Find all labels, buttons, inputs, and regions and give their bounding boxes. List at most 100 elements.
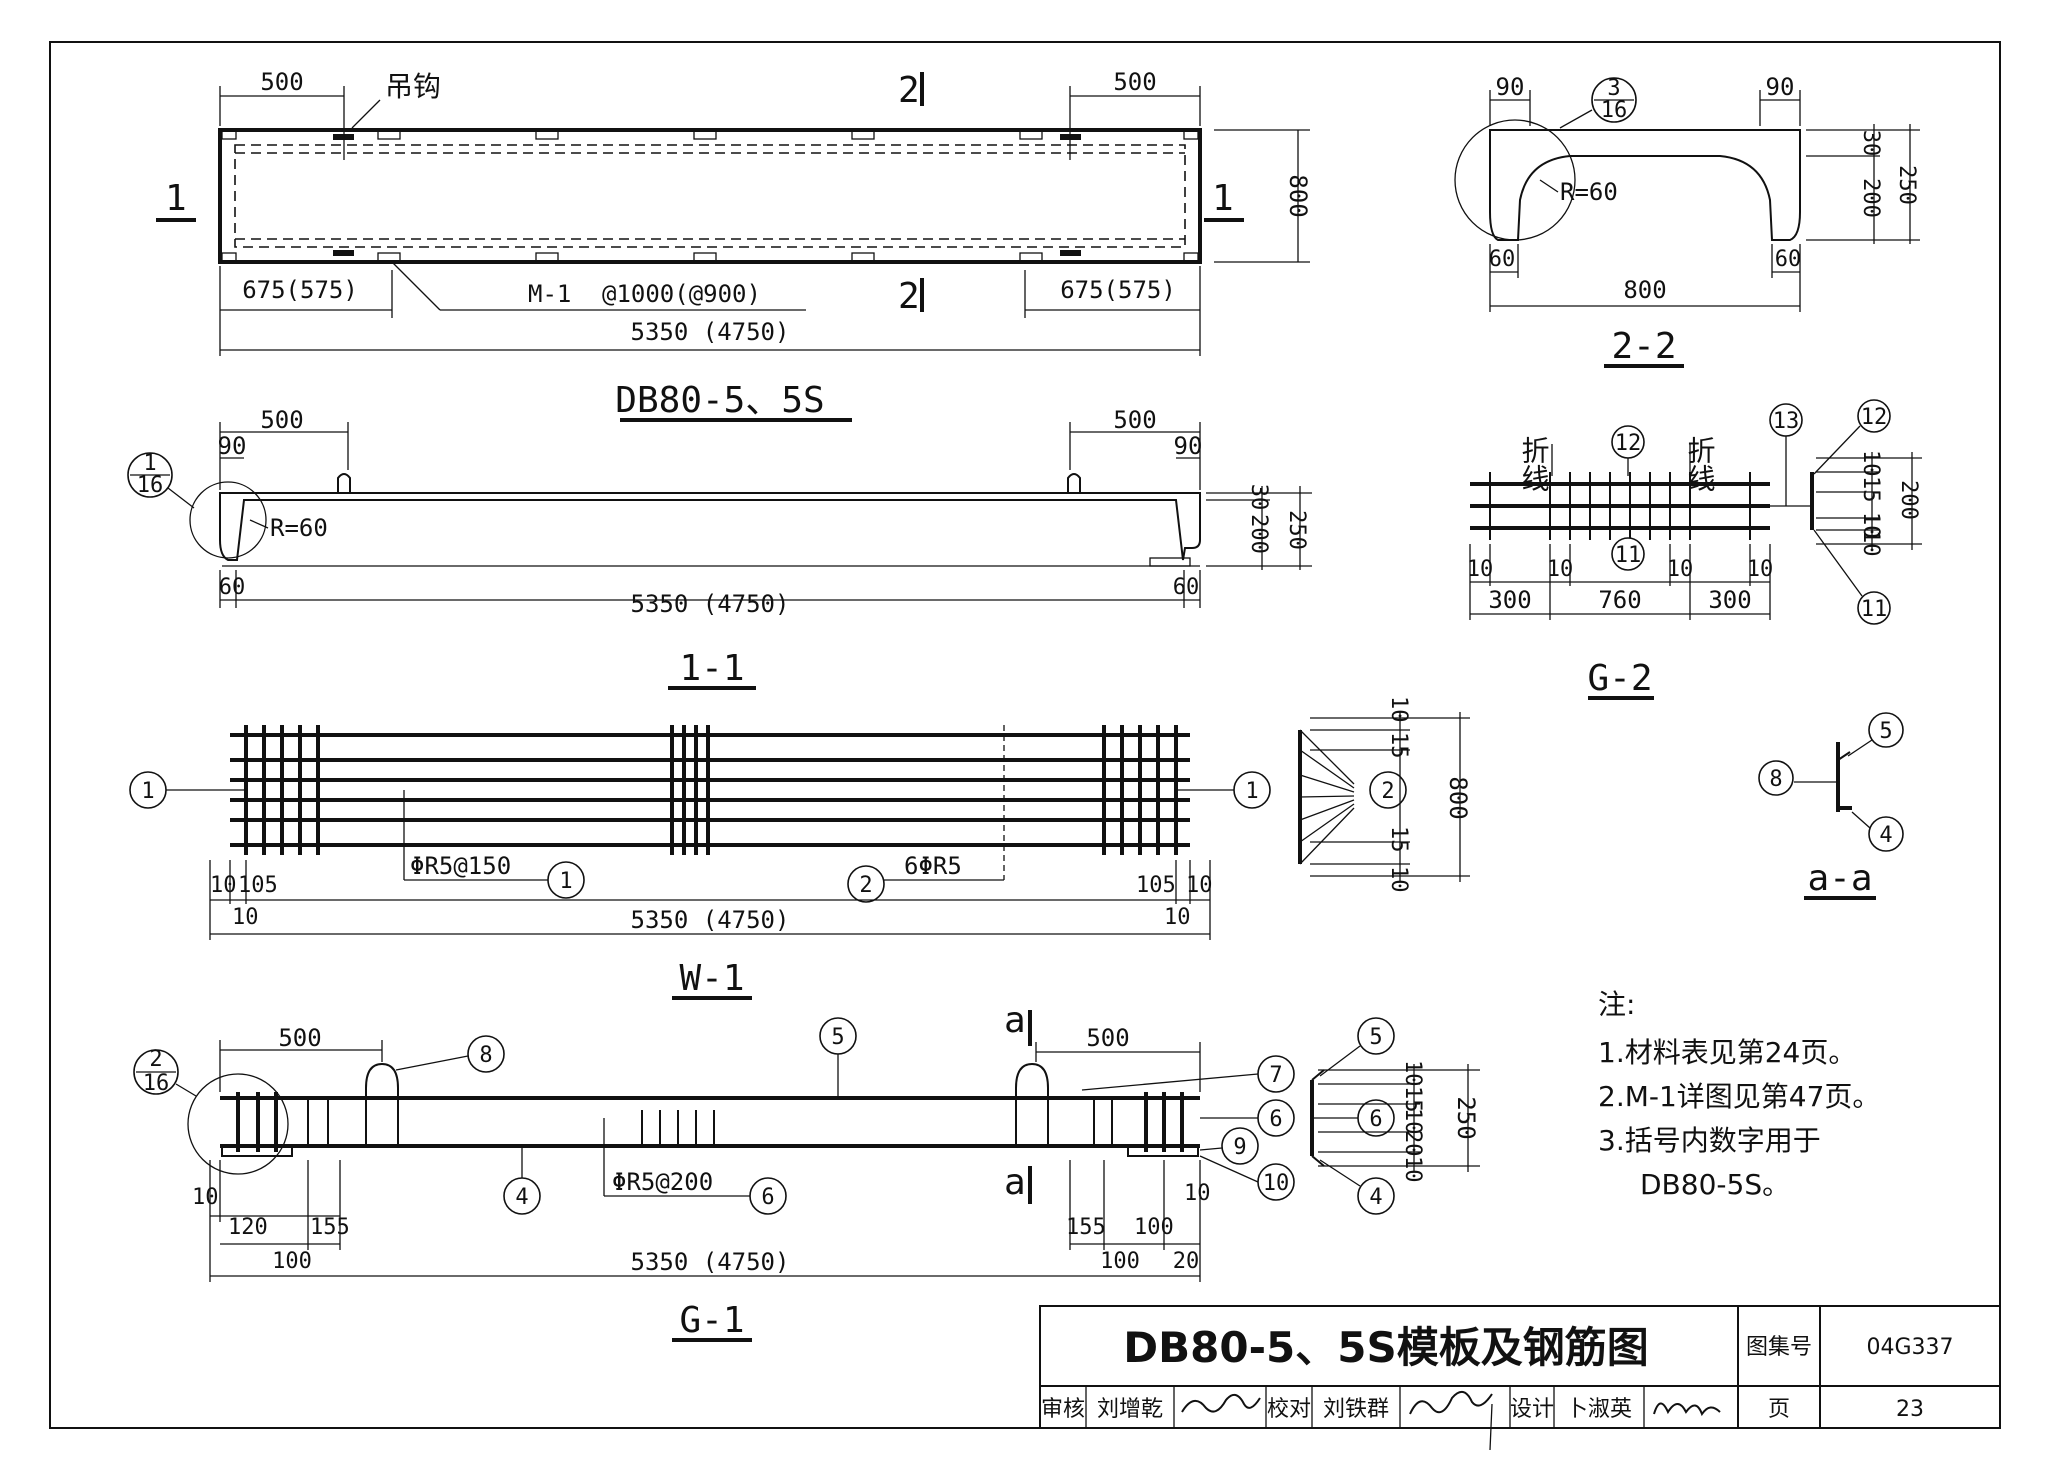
g1-side-6-text: 6 (1369, 1107, 1382, 1132)
s11-dim-60-right: 60 (1173, 575, 1200, 600)
w1-d10b: 10 (232, 905, 259, 930)
embed-plates-top (221, 130, 1199, 140)
plan-section1-left: 1 (165, 178, 187, 219)
s11-h30: 30 (1246, 484, 1271, 511)
g1-stirrup-label: ΦR5@200 (612, 1168, 713, 1196)
note-2: 2.M-1详图见第47页。 (1598, 1080, 1880, 1113)
aa-mark-5-text: 5 (1879, 719, 1892, 744)
g1-v10c: 10 (1400, 1156, 1425, 1183)
s11-overall-dim: 5350 (4750) (631, 590, 790, 618)
detail-circle-2 (187, 1073, 289, 1175)
note-3-cont: DB80-5S。 (1640, 1168, 1790, 1201)
w1-mark-1-left-text: 1 (141, 779, 154, 804)
w1-mark-2-side (1369, 771, 1407, 809)
aa-mark-5 (1868, 712, 1904, 748)
g2-mark-13-text: 13 (1773, 409, 1800, 434)
designer-name: 卜淑英 (1566, 1397, 1632, 1422)
s22-h200: 200 (1858, 178, 1883, 218)
s11-h250: 250 (1284, 510, 1309, 550)
w1-title: W-1 (679, 958, 744, 999)
g1-view: 2 16 8 5 7 6 9 10 4 ΦR5@200 6 a a (133, 1000, 1480, 1342)
g1-cut-a-top: a (1004, 1000, 1026, 1041)
g1-v10b: 10 (1400, 1108, 1425, 1135)
note-3: 3.括号内数字用于 (1598, 1124, 1821, 1157)
aa-mark-4 (1868, 816, 1904, 852)
plan-section2-bottom: 2 (898, 276, 920, 317)
g1-v10a: 10 (1400, 1060, 1425, 1087)
g1-side-5 (1357, 1017, 1395, 1055)
g1-d155b: 155 (1066, 1215, 1106, 1240)
aa-mark-4-text: 4 (1879, 823, 1892, 848)
plan-embed-spacing: @1000(@900) (602, 280, 761, 308)
s11-dim-500-left: 500 (260, 406, 303, 434)
title-block-title: DB80-5、5S模板及钢筋图 (1123, 1323, 1648, 1372)
s11-radius: R=60 (270, 514, 328, 542)
s22-h30: 30 (1858, 130, 1883, 157)
w1-v10b: 10 (1386, 866, 1411, 893)
plan-hidden-line (234, 144, 1186, 248)
plan-dim-675-left: 675(575) (242, 276, 358, 304)
g2-d10a: 10 (1467, 557, 1494, 582)
w1-overall-dim: 5350 (4750) (631, 906, 790, 934)
g2-d10d: 10 (1747, 557, 1774, 582)
g1-d100c: 100 (1100, 1249, 1140, 1274)
g2-side-12-text: 12 (1861, 405, 1888, 430)
w1-d105b: 105 (1136, 873, 1176, 898)
w1-v10a: 10 (1386, 696, 1411, 723)
g1-d100a: 100 (272, 1249, 312, 1274)
plan-dim-500-right: 500 (1113, 68, 1156, 96)
s22-h250: 250 (1894, 165, 1919, 205)
g1-side-4-text: 4 (1369, 1185, 1382, 1210)
g2-v15a: 15 (1858, 476, 1883, 503)
g1-cut-a-bottom: a (1004, 1162, 1026, 1203)
plan-embed-label: M-1 (528, 280, 571, 308)
g2-v10c: 10 (1858, 530, 1883, 557)
w1-v15a: 15 (1386, 732, 1411, 759)
detail-ref-1-num: 1 (143, 451, 156, 476)
checker-signature (1409, 1391, 1493, 1415)
g1-d155a: 155 (310, 1215, 350, 1240)
w1-d10a: 10 (210, 873, 237, 898)
plan-dim-675-right: 675(575) (1060, 276, 1176, 304)
w1-mark-1-bottom-text: 1 (559, 869, 572, 894)
s11-dim-500-right: 500 (1113, 406, 1156, 434)
plan-outline (218, 128, 1202, 264)
g1-mark-9 (1221, 1127, 1259, 1165)
g2-v10a: 10 (1858, 450, 1883, 477)
aa-view: 5 8 4 a-a (1758, 712, 1904, 900)
reviewer-signature (1181, 1393, 1261, 1413)
aa-mark-8-text: 8 (1769, 767, 1782, 792)
g1-mark-8 (467, 1035, 505, 1073)
g2-side-11-text: 11 (1861, 597, 1888, 622)
g1-d100b: 100 (1134, 1215, 1174, 1240)
review-label: 审核 (1041, 1397, 1085, 1422)
g2-title: G-2 (1587, 658, 1652, 699)
plan-section1-right: 1 (1212, 178, 1234, 219)
w1-bar1-label: ΦR5@150 (410, 852, 511, 880)
g1-overall-dim: 5350 (4750) (631, 1248, 790, 1276)
g1-d20: 20 (1173, 1249, 1200, 1274)
s22-dim-60-right: 60 (1775, 247, 1802, 272)
g2-side-12 (1857, 399, 1891, 433)
g2-view: 折线 折线 12 11 13 12 11 10 15 10 10 200 (1467, 399, 1922, 700)
g1-d120: 120 (228, 1215, 268, 1240)
notes-heading: 注: (1598, 988, 1635, 1021)
g2-v10b: 10 (1858, 512, 1883, 539)
g2-side-11 (1857, 591, 1891, 625)
plan-hook-label: 吊钩 (385, 70, 441, 103)
g1-v15: 15 (1400, 1086, 1425, 1113)
w1-mark-2-text: 2 (859, 873, 872, 898)
w1-d105a: 105 (238, 873, 278, 898)
reviewer-name: 刘增乾 (1097, 1397, 1163, 1422)
g2-mark-11-text: 11 (1615, 543, 1642, 568)
g2-mark-11 (1611, 537, 1645, 571)
g2-d300-right: 300 (1708, 586, 1751, 614)
g1-mark-4-text: 4 (515, 1185, 528, 1210)
checker-name: 刘铁群 (1323, 1397, 1389, 1422)
g2-d300-left: 300 (1488, 586, 1531, 614)
section-1-1: 1 16 R=60 500 90 500 90 60 60 5350 (4750… (127, 406, 1312, 690)
w1-bar2-label: 6ΦR5 (904, 852, 962, 880)
atlas-number: 04G337 (1866, 1335, 1953, 1360)
detail-ref-2-num: 2 (149, 1047, 162, 1072)
